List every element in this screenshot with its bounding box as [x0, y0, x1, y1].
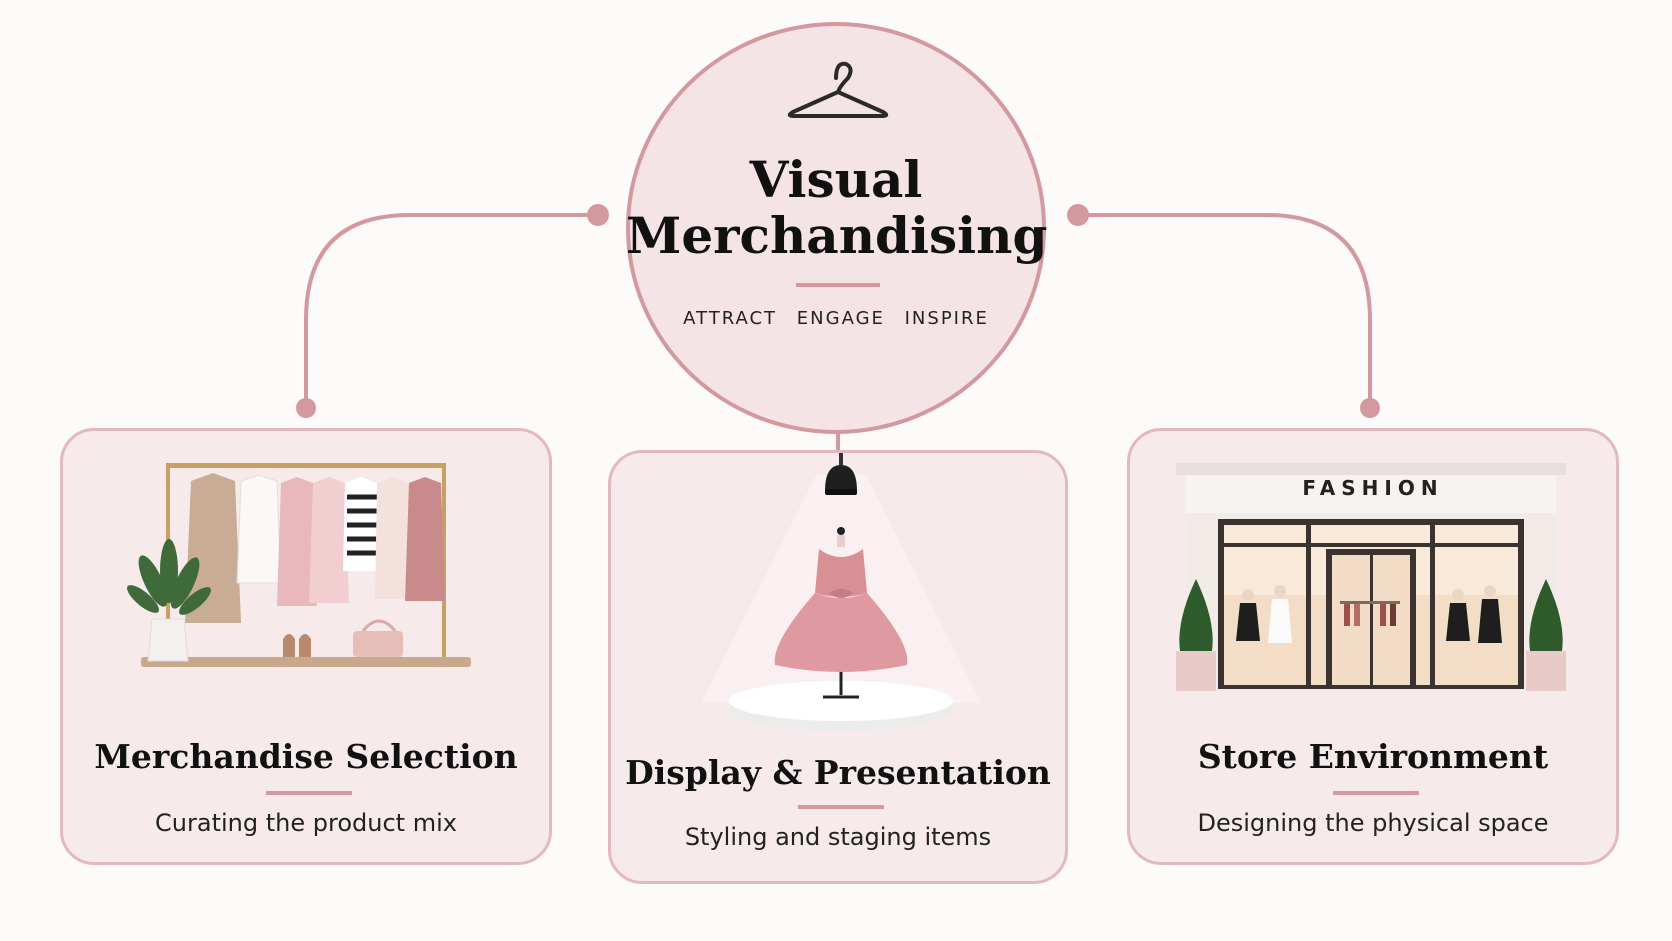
tagline-word-inspire: INSPIRE [904, 308, 989, 329]
tagline-word-attract: ATTRACT [683, 308, 778, 329]
card-store-environment[interactable]: Store Environment Designing the physical… [1127, 428, 1619, 865]
card-merchandise-selection[interactable]: Merchandise Selection Curating the produ… [60, 428, 552, 865]
card-divider [798, 805, 884, 809]
card-divider [266, 791, 352, 795]
connector-right [1078, 213, 1372, 408]
connector-left [304, 213, 598, 408]
hub-title-line1: Visual [749, 150, 923, 209]
hub-circle [626, 22, 1046, 434]
card-title: Display & Presentation [625, 753, 1051, 792]
connector-node-left-top [587, 204, 609, 226]
card-subtitle: Designing the physical space [1197, 809, 1549, 837]
connector-node-right-bottom [1360, 398, 1380, 418]
mannequin-dress-icon [701, 453, 981, 731]
card-title: Merchandise Selection [94, 737, 518, 776]
connector-node-left-bottom [296, 398, 316, 418]
hub-title-line2: Merchandising [626, 206, 1048, 265]
hub-title: Visual Merchandising [626, 150, 1048, 265]
clothing-rack-icon [127, 463, 471, 667]
tagline-word-engage: ENGAGE [796, 308, 885, 329]
card-title: Store Environment [1197, 737, 1549, 776]
storefront-icon [1176, 463, 1566, 691]
card-subtitle: Curating the product mix [155, 809, 457, 837]
store-sign: FASHION [1302, 476, 1444, 500]
hub-tagline: ATTRACT ENGAGE INSPIRE [626, 308, 1046, 329]
connector-node-right-top [1067, 204, 1089, 226]
card-display-presentation[interactable]: Display & Presentation Styling and stagi… [608, 450, 1068, 884]
hub-divider [796, 283, 880, 287]
card-divider [1333, 791, 1419, 795]
card-subtitle: Styling and staging items [684, 823, 992, 851]
